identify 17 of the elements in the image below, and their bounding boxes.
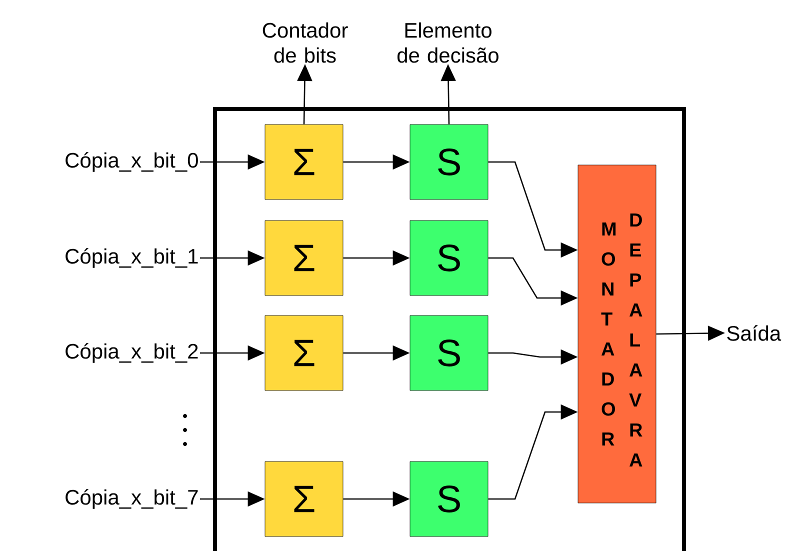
input-label: Cópia_x_bit_7 <box>66 489 198 509</box>
summation-box: Σ <box>264 461 344 537</box>
summation-box: Σ <box>264 124 344 200</box>
summation-box: Σ <box>264 220 344 296</box>
output-label: Elemento de decisão <box>398 22 498 63</box>
output-label: Saída <box>727 325 782 341</box>
summation-box: Σ <box>264 315 344 391</box>
decision-box: S <box>410 315 488 391</box>
decision-box: S <box>410 461 488 537</box>
input-label: Cópia_x_bit_2 <box>66 343 198 363</box>
input-label: Cópia_x_bit_0 <box>66 152 198 172</box>
input-label: Cópia_x_bit_1 <box>66 248 198 268</box>
word-assembler-box: MONTADOR DE PALAVRA <box>578 164 656 504</box>
decision-box: S <box>410 124 488 200</box>
output-label: Contador de bits <box>262 22 348 63</box>
decision-box: S <box>410 220 488 296</box>
system-frame <box>213 107 686 551</box>
